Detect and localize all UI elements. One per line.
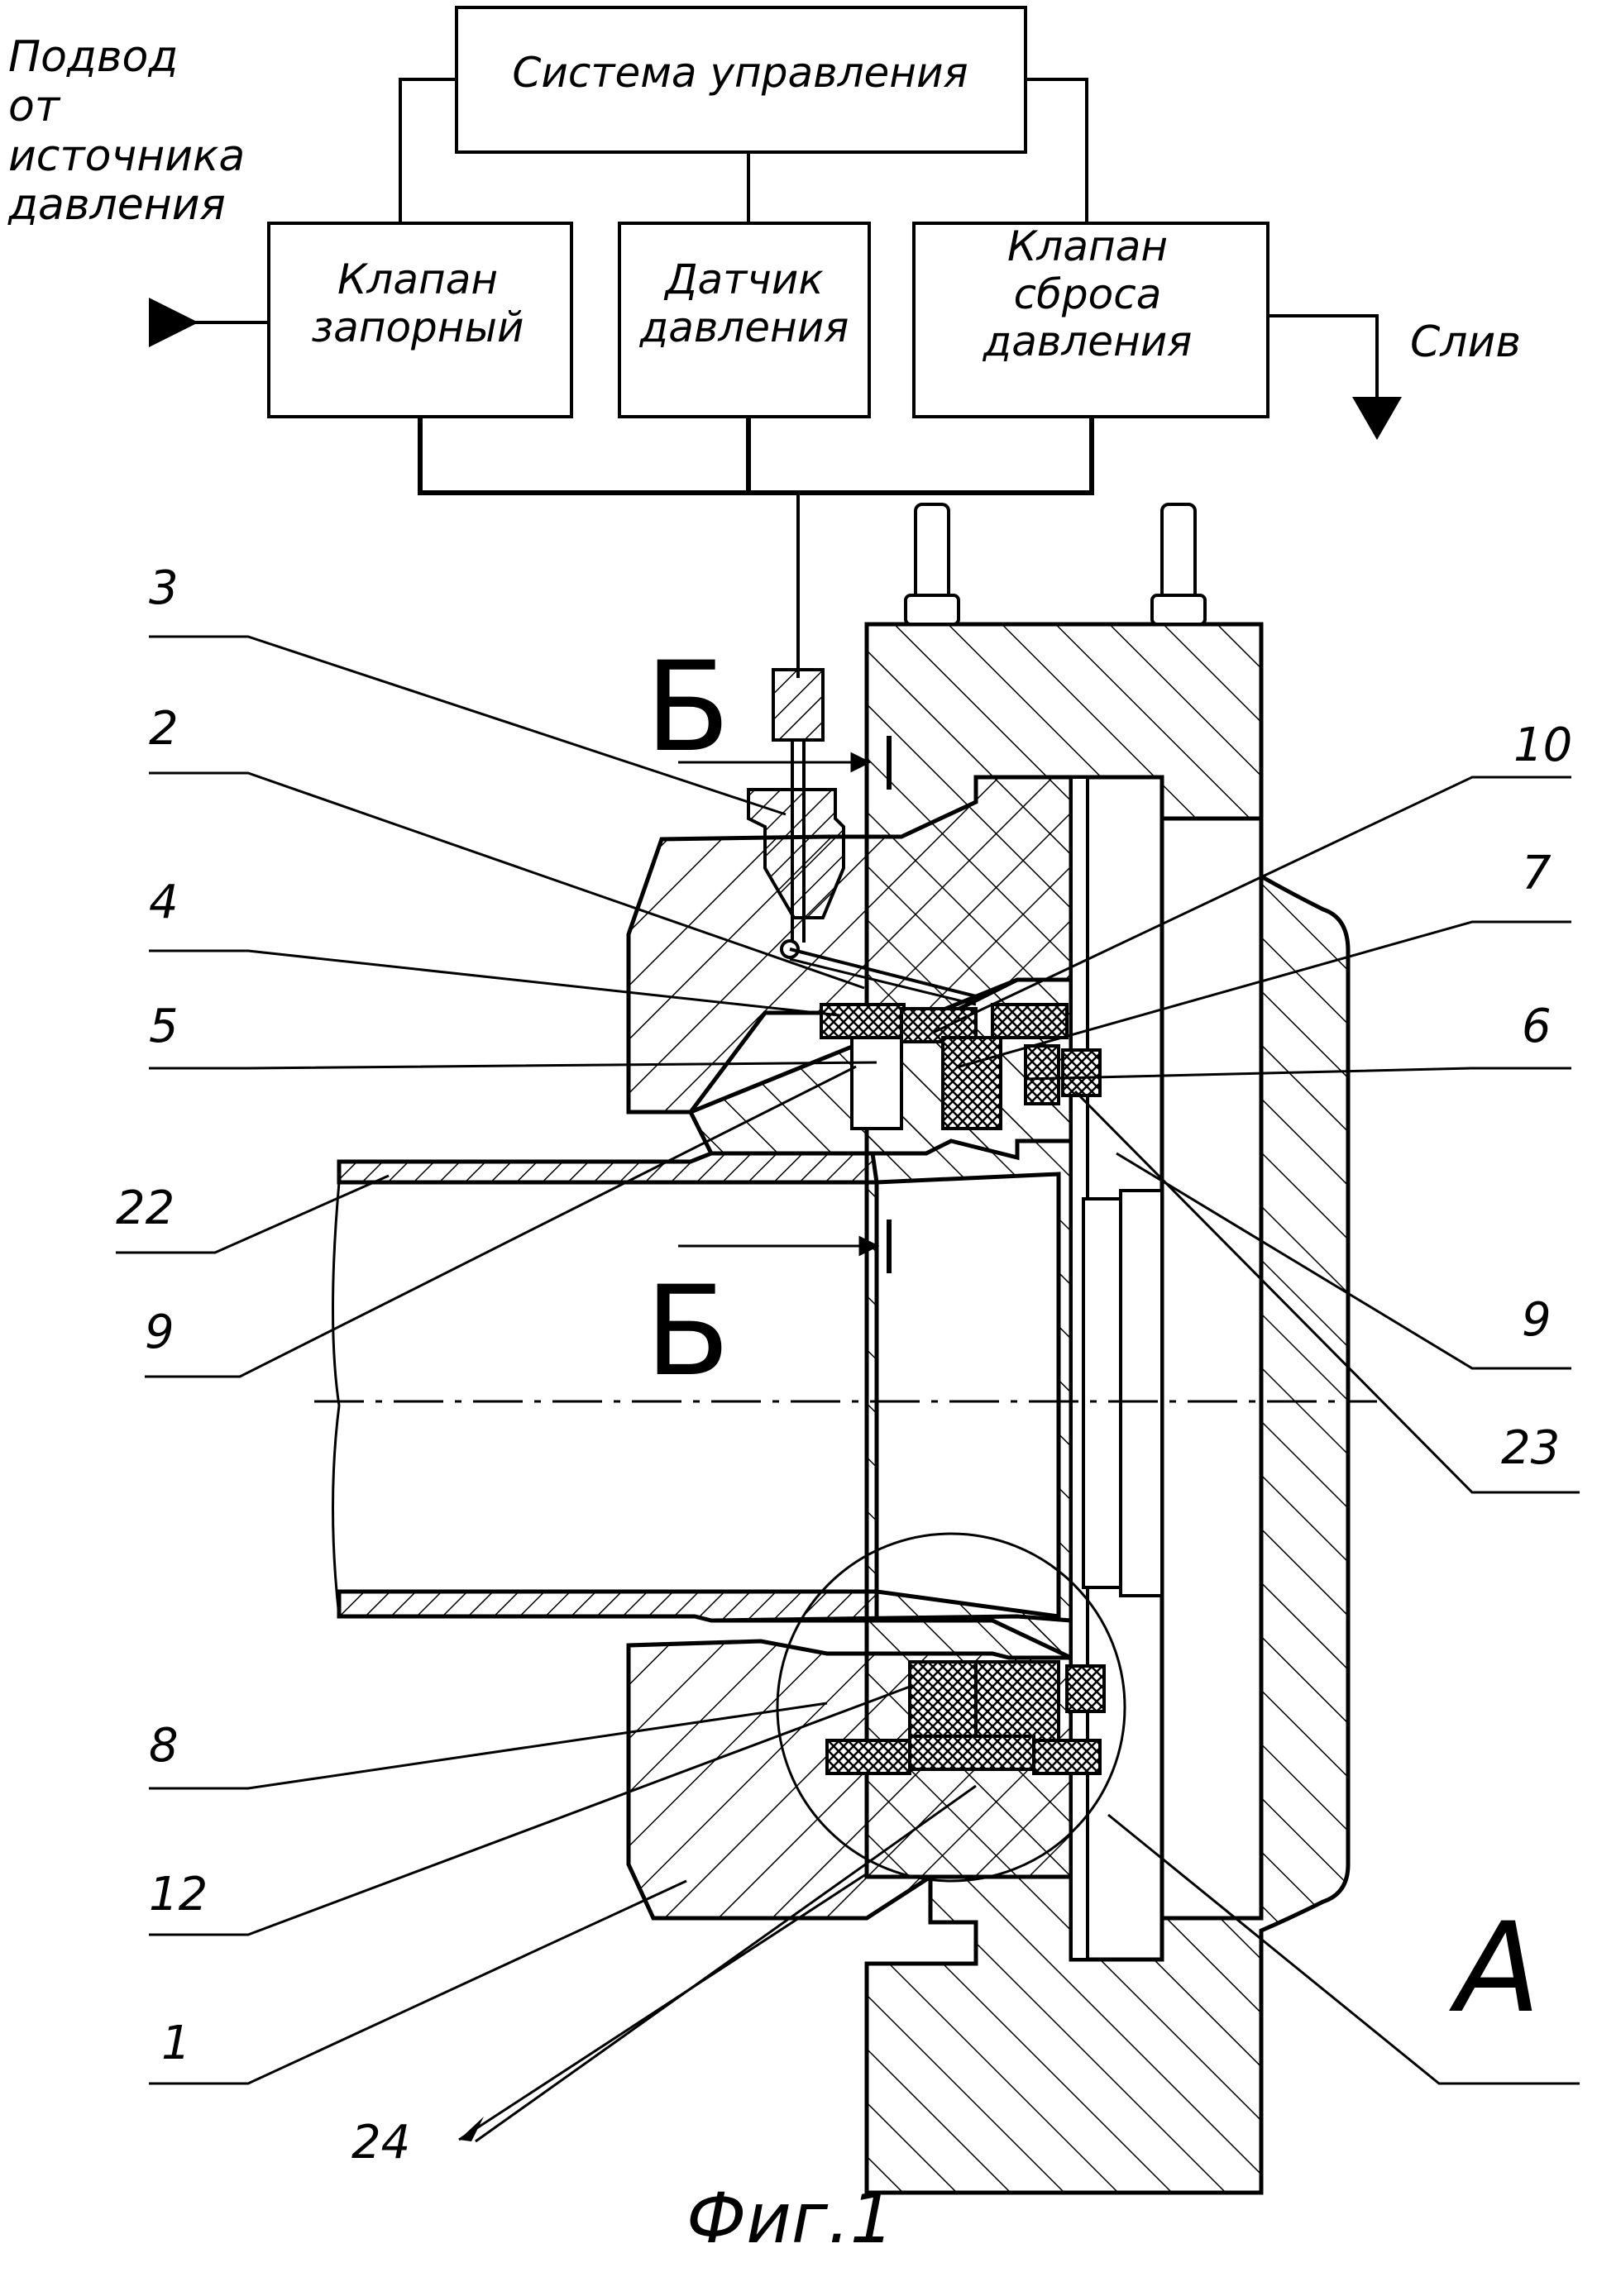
- section-mark-bottom: Б: [645, 1261, 730, 1404]
- callout-12: 12: [149, 1869, 208, 1921]
- relief-valve-label: Клапан сброса давления: [922, 223, 1253, 366]
- callout-9-left: 9: [145, 1306, 175, 1359]
- callout-5: 5: [149, 1000, 179, 1053]
- callout-22: 22: [116, 1182, 175, 1235]
- callout-8: 8: [149, 1720, 179, 1773]
- callout-9-right: 9: [1522, 1294, 1552, 1347]
- callout-3: 3: [149, 562, 179, 615]
- bolts: [906, 504, 1205, 624]
- drain-annotation: Слив: [1410, 318, 1521, 368]
- control-system-label: Система управления: [471, 50, 1009, 98]
- section-mark-top: Б: [645, 637, 730, 780]
- callout-6: 6: [1522, 1000, 1552, 1053]
- callout-10: 10: [1513, 719, 1572, 772]
- callout-4: 4: [149, 876, 179, 929]
- callout-2: 2: [149, 703, 179, 756]
- figure-caption: Фиг.1: [686, 2179, 894, 2259]
- supply-arrow: [149, 298, 198, 347]
- shutoff-valve-label: Клапан запорный: [281, 256, 554, 351]
- detail-mark: А: [1456, 1897, 1541, 2041]
- pressure-sensor-label: Датчик давления: [629, 256, 860, 351]
- callout-24: 24: [351, 2117, 410, 2170]
- drain-arrow: [1352, 397, 1402, 440]
- callout-7: 7: [1522, 847, 1552, 900]
- supply-annotation: Подвод от источника давления: [8, 33, 245, 231]
- callout-23: 23: [1501, 1422, 1560, 1475]
- callout-1: 1: [161, 2017, 191, 2070]
